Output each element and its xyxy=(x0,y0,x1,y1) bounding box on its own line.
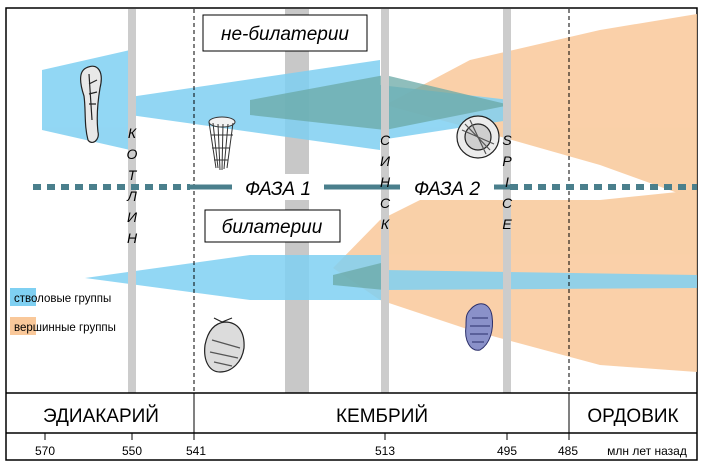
fossil-frond-icon xyxy=(79,65,102,144)
spice-letter: S xyxy=(502,132,512,148)
kotlin-letter: Т xyxy=(128,167,138,183)
tick-label: 513 xyxy=(375,444,395,458)
phase1-label: ФАЗА 1 xyxy=(245,179,311,200)
legend-crown-swatch xyxy=(10,317,36,335)
kotlin-letter: О xyxy=(127,146,138,162)
tick-label: 570 xyxy=(35,444,55,458)
non-bilateria-label-box: не-билатерии xyxy=(202,14,368,52)
bilateria-label-box: билатерии xyxy=(204,209,341,243)
overlap-zones xyxy=(250,75,510,290)
spice-letter: I xyxy=(505,174,509,190)
phase2-label: ФАЗА 2 xyxy=(414,179,480,200)
stem-bilateria-fan xyxy=(85,255,385,300)
phase2-bg xyxy=(400,174,494,200)
sinsk-letter: К xyxy=(381,216,390,232)
sinsk-letter: И xyxy=(380,153,391,169)
non-bilateria-label: не-билатерии xyxy=(221,24,349,45)
event-bars xyxy=(128,9,511,393)
kotlin-letter: Л xyxy=(126,188,137,204)
legend: стволовые группы вершинные группы xyxy=(10,288,116,335)
stem-bilateria-tail xyxy=(385,270,697,290)
spice-event-letters: S P I C E xyxy=(502,132,513,232)
period-ordovician: ОРДОВИК xyxy=(587,406,678,427)
fossil-mollusc-icon xyxy=(204,317,245,373)
tick-label: 495 xyxy=(497,444,517,458)
kotlin-event-letters: К О Т Л И Н xyxy=(126,125,138,246)
overlap-upper xyxy=(250,75,510,130)
kotlin-letter: К xyxy=(128,125,137,141)
timescale-unit: млн лет назад xyxy=(607,444,687,458)
kotlin-letter: И xyxy=(127,209,138,225)
legend-stem-label: стволовые группы xyxy=(14,293,111,305)
sinsk-letter: С xyxy=(380,195,391,211)
timescale: 570 550 541 513 495 485 млн лет назад xyxy=(35,433,687,458)
legend-stem-swatch xyxy=(10,288,36,306)
phase1-bg xyxy=(232,174,324,200)
tick-label: 541 xyxy=(186,444,206,458)
kotlin-letter: Н xyxy=(127,230,138,246)
shadow-band xyxy=(285,9,309,393)
sinsk-letter: С xyxy=(380,132,391,148)
fossil-trilobite-icon xyxy=(465,303,493,351)
fossil-shell-icon xyxy=(456,115,500,159)
period-boundaries xyxy=(193,9,570,393)
overlap-lower xyxy=(333,262,385,290)
crown-nonbilateria-fan xyxy=(385,14,697,200)
bilateria-label: билатерии xyxy=(222,217,323,238)
period-cambrian: КЕМБРИЙ xyxy=(336,405,428,427)
tick-label: 550 xyxy=(122,444,142,458)
sinsk-event-letters: С И Н С К xyxy=(380,132,391,232)
spice-letter: C xyxy=(502,195,513,211)
legend-crown-label: вершинные группы xyxy=(14,322,116,334)
spice-letter: E xyxy=(502,216,512,232)
spice-letter: P xyxy=(502,153,512,169)
sinsk-event-bar xyxy=(381,9,389,393)
spice-event-bar xyxy=(503,9,511,393)
fossil-archaeocyath-icon xyxy=(208,116,236,171)
tick-label: 485 xyxy=(558,444,578,458)
kotlin-event-bar xyxy=(128,9,136,393)
period-ediacaran: ЭДИАКАРИЙ xyxy=(43,405,159,427)
sinsk-letter: Н xyxy=(380,174,391,190)
